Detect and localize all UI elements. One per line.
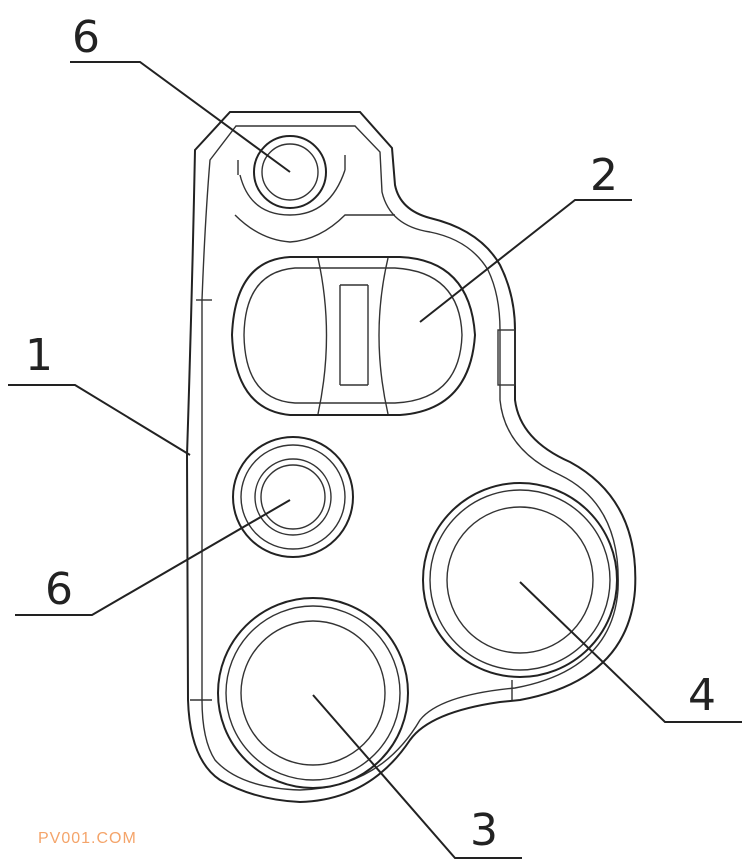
label-1: 1 xyxy=(25,330,53,381)
body-outline xyxy=(185,111,637,804)
label-6-top: 6 xyxy=(72,12,100,63)
leader-3 xyxy=(312,694,522,859)
leader-4 xyxy=(519,581,742,723)
hole-3 xyxy=(217,597,409,789)
label-3: 3 xyxy=(470,805,498,856)
label-2: 2 xyxy=(590,150,618,201)
hole-6-mid xyxy=(232,436,354,558)
label-4: 4 xyxy=(688,670,716,721)
top-hole-6 xyxy=(253,135,327,209)
body-inner-outline xyxy=(201,125,619,791)
leader-6-top xyxy=(70,61,291,173)
label-6-mid: 6 xyxy=(45,564,73,615)
leader-2 xyxy=(419,199,632,323)
leader-6-mid xyxy=(15,499,291,616)
hole-2 xyxy=(230,256,477,416)
watermark: PV001.COM xyxy=(38,830,137,847)
hole-4 xyxy=(422,482,618,678)
leader-1 xyxy=(8,384,191,456)
